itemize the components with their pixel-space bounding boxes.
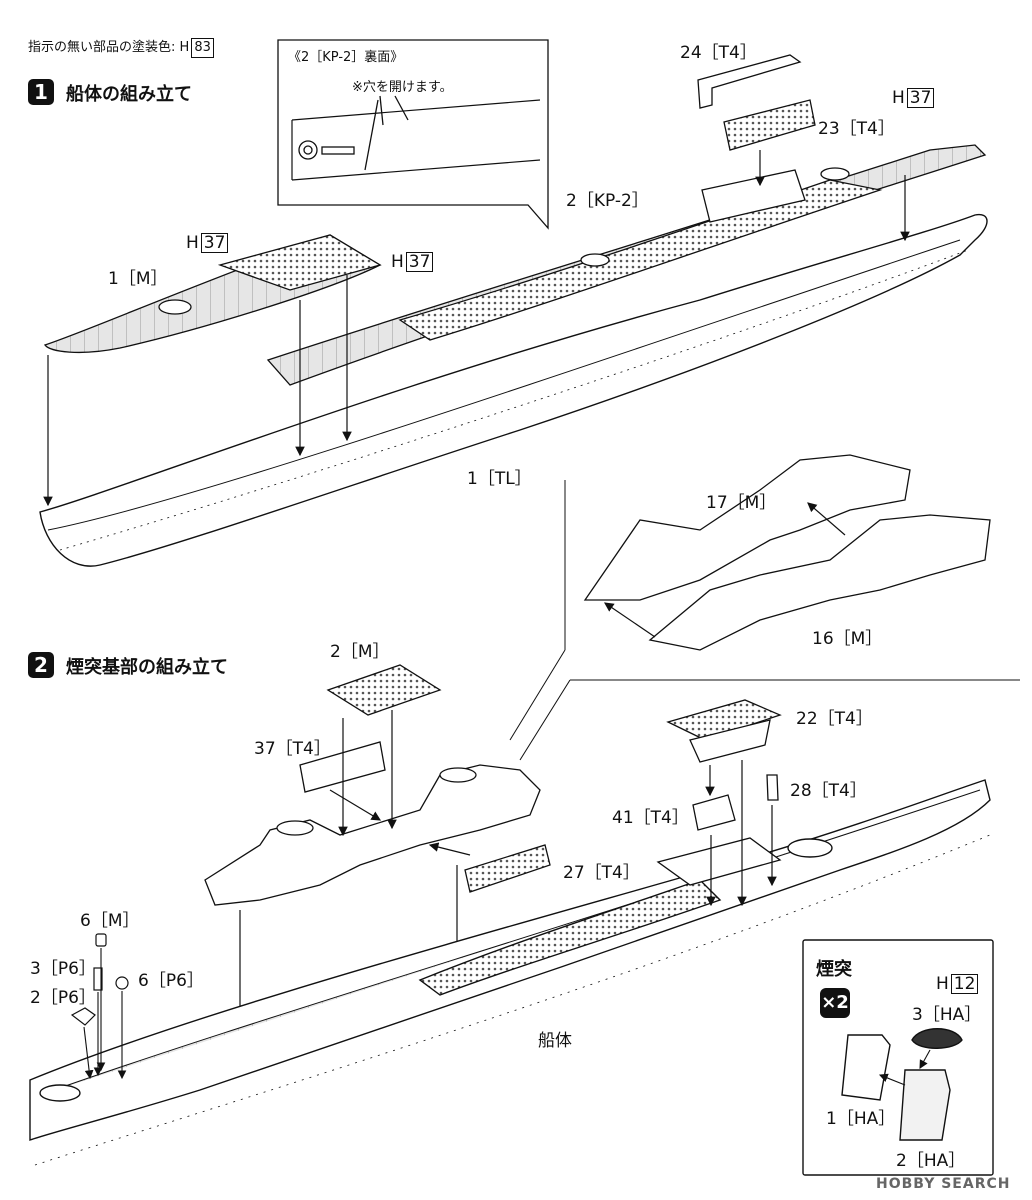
step1-badge: 1: [28, 79, 54, 105]
funnel-inset-box: [802, 939, 994, 1176]
deck-2kp2: [266, 144, 987, 386]
step2-badge: 2: [28, 652, 54, 678]
watermark: HOBBY SEARCH: [876, 1176, 1011, 1192]
funnel-box-title: 煙突: [816, 959, 852, 980]
label-23-t4: 23［T4］: [818, 119, 895, 139]
paint-code-box: 83: [191, 38, 214, 58]
frame-16-17: [564, 454, 991, 651]
callout-title: 《2［KP-2］裏面》: [288, 50, 404, 65]
paint-note-label: 指示の無い部品の塗装色:: [28, 40, 176, 55]
label-28-t4: 28［T4］: [790, 781, 867, 801]
deck-1m: [43, 234, 382, 353]
paint-note-prefix: H: [179, 40, 190, 55]
label-2-p6: 2［P6］: [30, 988, 96, 1008]
step2-title: 煙突基部の組み立て: [66, 657, 228, 678]
label-22-t4: 22［T4］: [796, 709, 873, 729]
label-27-t4: 27［T4］: [563, 863, 640, 883]
label-1-m: 1［M］: [108, 269, 168, 289]
step1-arrows: [43, 150, 910, 507]
label-1-tl: 1［TL］: [467, 469, 532, 489]
label-2-kp2: 2［KP-2］: [566, 191, 649, 211]
funnel-base-assembly: [204, 664, 551, 906]
label-24-t4: 24［T4］: [680, 43, 757, 63]
label-6-m: 6［M］: [80, 911, 140, 931]
label-37-t4: 37［T4］: [254, 739, 331, 759]
label-41-t4: 41［T4］: [612, 808, 689, 828]
label-3-ha: 3［HA］: [912, 1005, 982, 1025]
label-2-m: 2［M］: [330, 642, 390, 662]
kp2-underside-callout: [277, 39, 549, 230]
label-17-m: 17［M］: [706, 493, 777, 513]
step1-title: 船体の組み立て: [66, 84, 192, 105]
label-16-m: 16［M］: [812, 629, 883, 649]
hull-1tl: [39, 213, 988, 567]
label-2-ha: 2［HA］: [896, 1151, 966, 1171]
parts-23-24: [697, 54, 816, 223]
label-6-p6: 6［P6］: [138, 971, 204, 991]
label-3-p6: 3［P6］: [30, 959, 96, 979]
callout-note: ※穴を開けます。: [352, 80, 453, 95]
hull-label: 船体: [538, 1031, 572, 1051]
label-1-ha: 1［HA］: [826, 1109, 896, 1129]
multiplier-badge: ×2: [820, 988, 850, 1018]
